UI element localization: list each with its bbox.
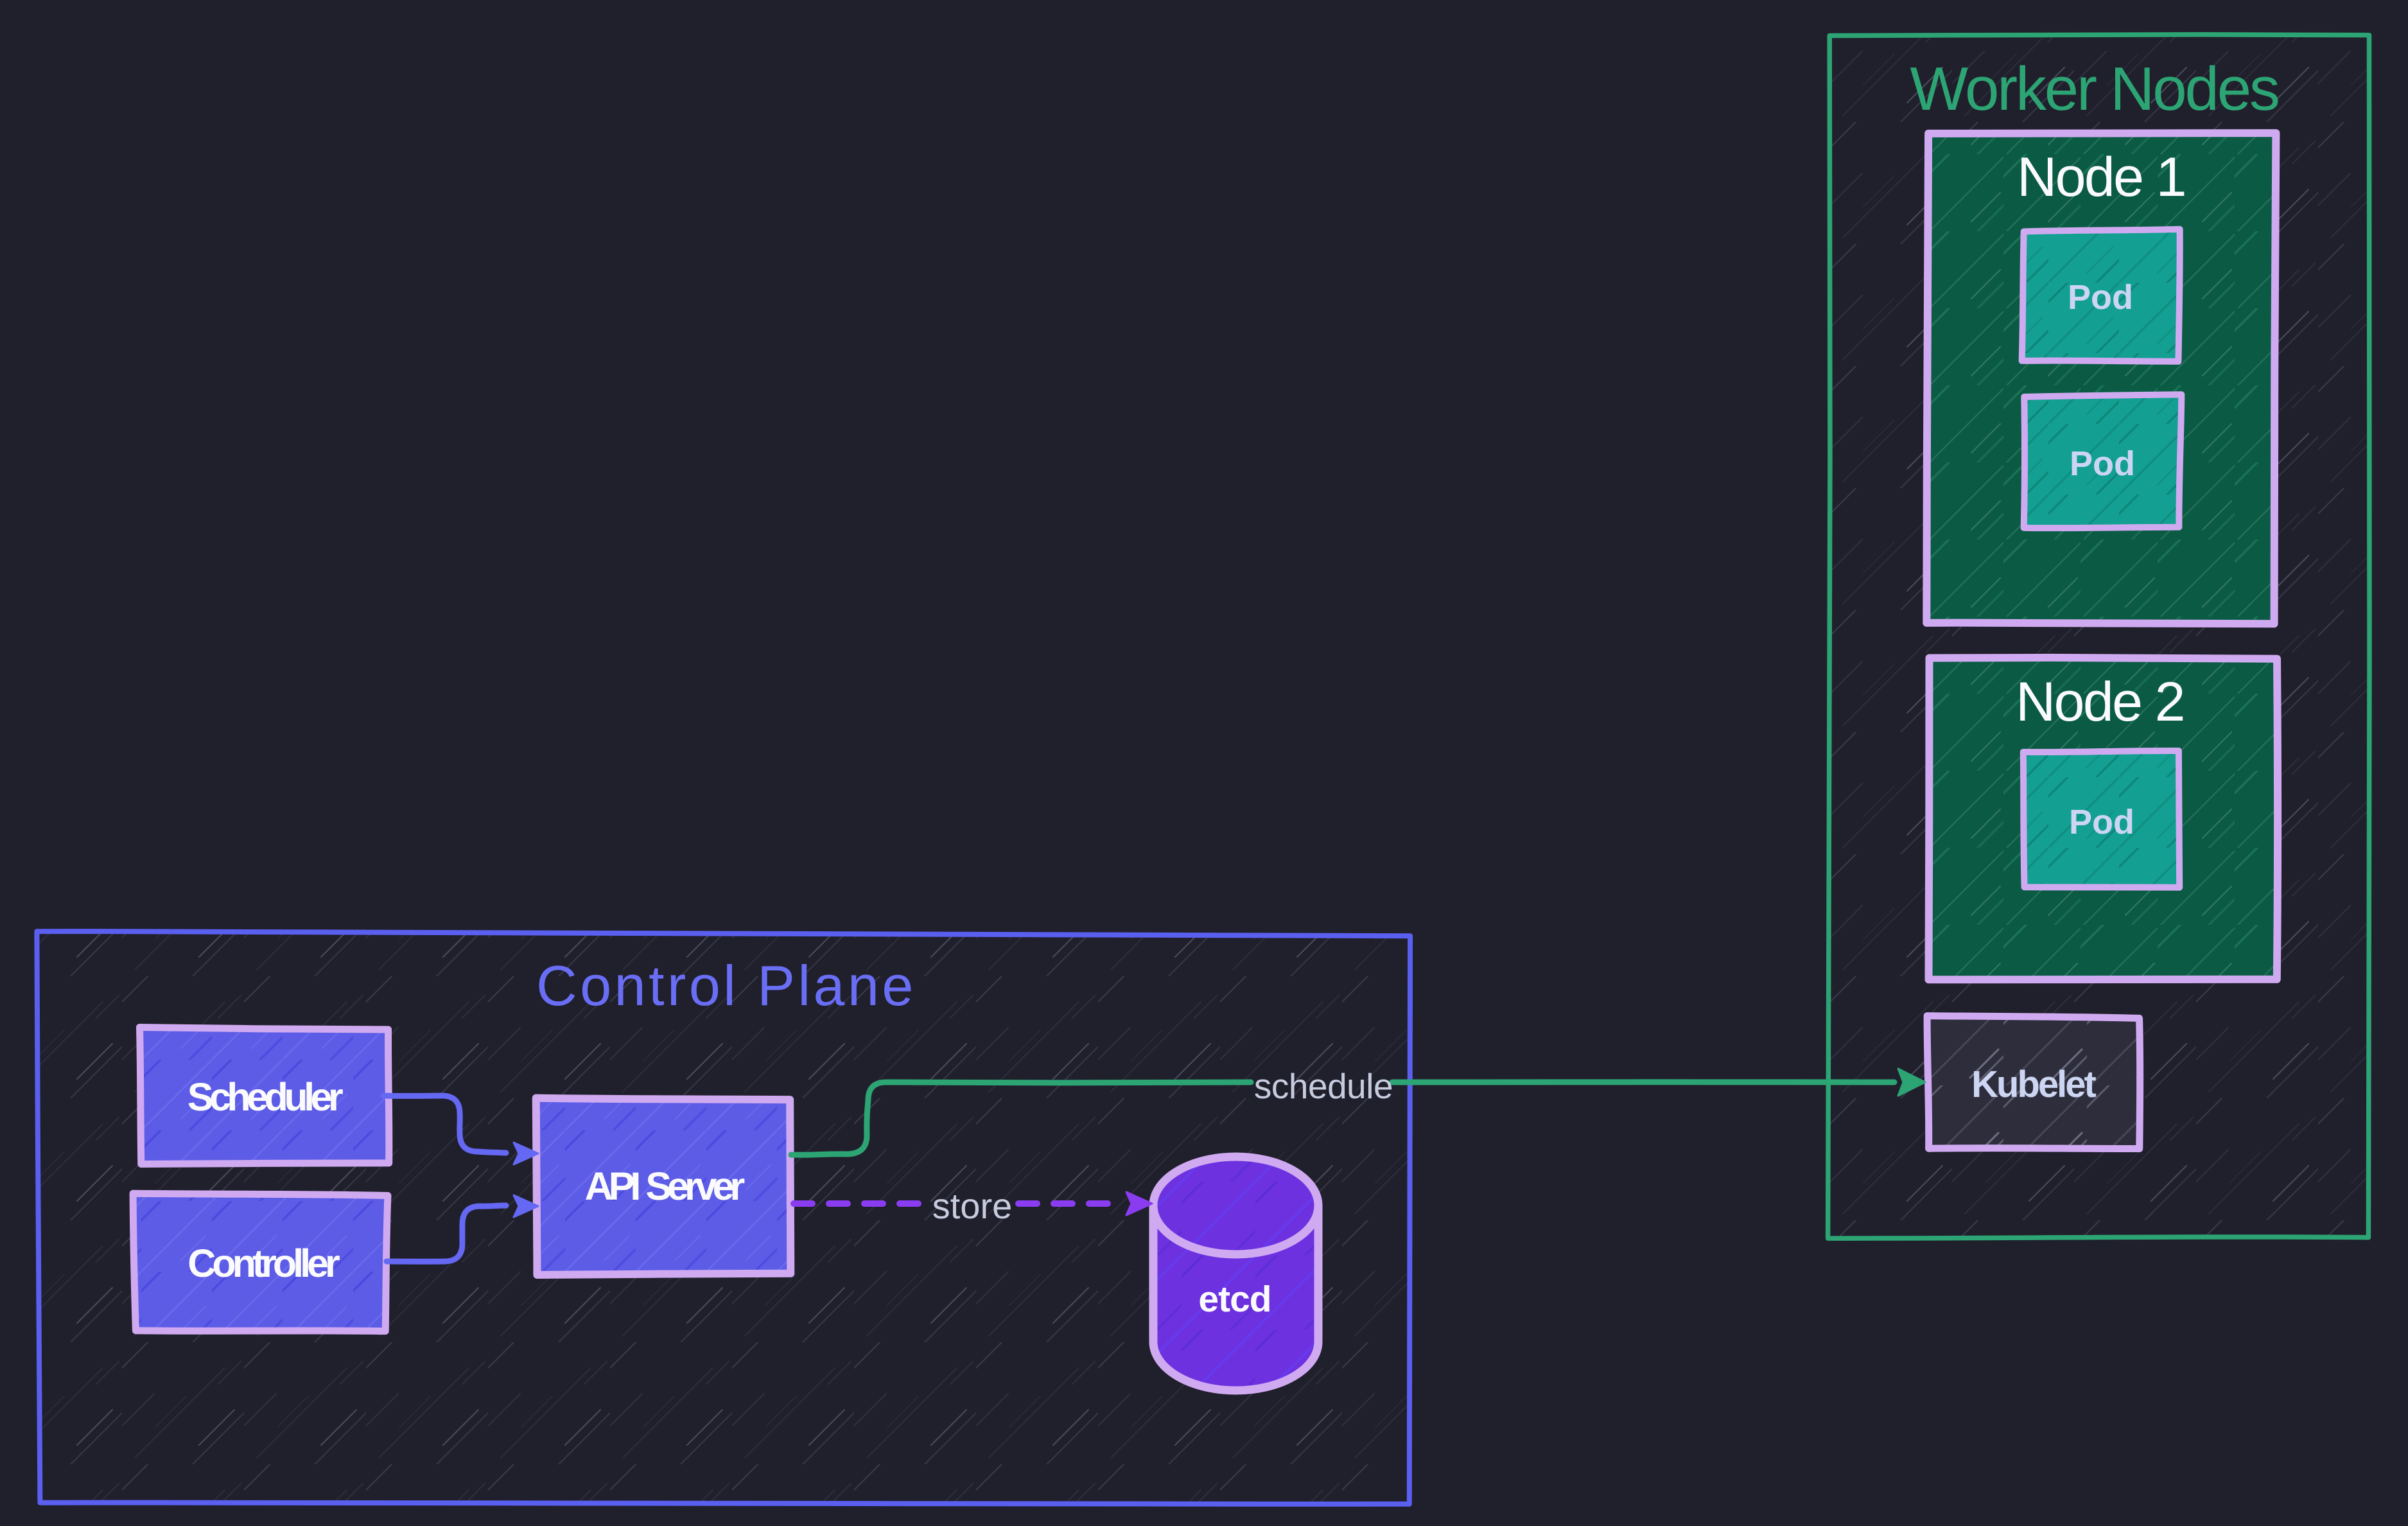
svg-text:schedule: schedule	[1254, 1066, 1393, 1106]
svg-text:Pod: Pod	[2068, 278, 2133, 317]
svg-text:Control Plane: Control Plane	[536, 954, 916, 1017]
svg-text:Node 1: Node 1	[2017, 146, 2185, 208]
svg-text:Scheduler: Scheduler	[188, 1075, 343, 1119]
svg-text:Pod: Pod	[2070, 444, 2135, 483]
svg-text:Kubelet: Kubelet	[1971, 1064, 2096, 1105]
svg-text:store: store	[932, 1186, 1013, 1226]
svg-text:etcd: etcd	[1198, 1279, 1271, 1320]
svg-text:Node 2: Node 2	[2016, 671, 2184, 733]
svg-text:Worker Nodes: Worker Nodes	[1910, 55, 2278, 123]
svg-text:Pod: Pod	[2069, 803, 2134, 841]
svg-text:Controller: Controller	[188, 1241, 340, 1285]
